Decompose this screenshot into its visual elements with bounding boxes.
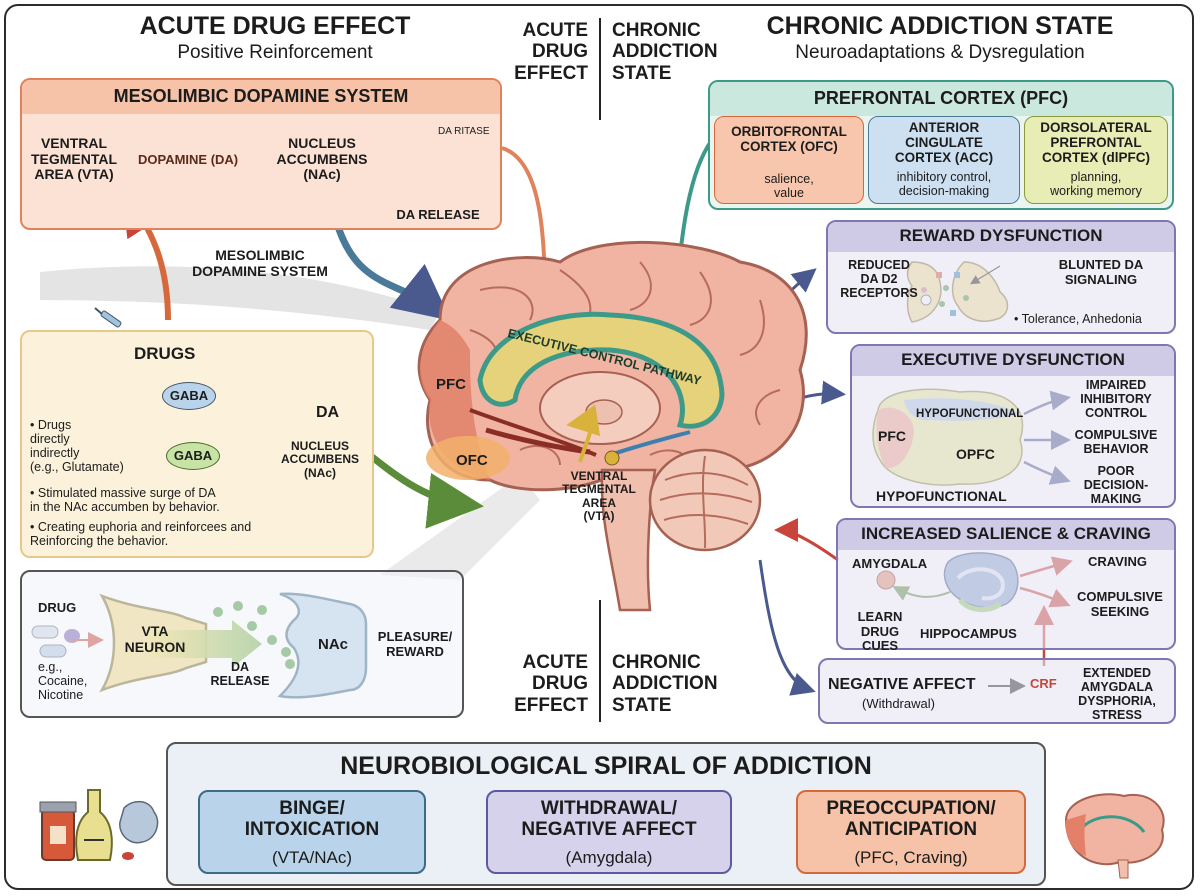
drugs-bullet-3: • Creating euphoria and reinforcees and … xyxy=(30,520,252,548)
nac-label: NUCLEUS ACCUMBENS (NAc) xyxy=(276,135,368,183)
gaba-2: GABA xyxy=(166,442,220,470)
left-title: ACUTE DRUG EFFECT xyxy=(139,12,411,40)
acc-cell xyxy=(868,116,1020,204)
executive-title: EXECUTIVE DYSFUNCTION xyxy=(901,350,1125,369)
left-subtitle: Positive Reinforcement xyxy=(177,42,373,63)
dopamine-arrow-label: DOPAMINE (DA) xyxy=(138,152,239,167)
preoccupation-name: PREOCCUPATION/ ANTICIPATION xyxy=(826,798,996,841)
negative-title: NEGATIVE AFFECT xyxy=(828,676,976,693)
negative-affect-box xyxy=(818,658,1176,724)
preoccupation-sub: (PFC, Craving) xyxy=(854,848,968,867)
vta-label: VENTRAL TEGMENTAL AREA (VTA) xyxy=(30,135,118,183)
acc-desc: inhibitory control, decision-making xyxy=(896,170,992,198)
exec-hypo-top: HYPOFUNCTIONAL xyxy=(916,408,1024,420)
neuron-da-release-label: DA RELEASE xyxy=(210,660,270,688)
syringe-icon xyxy=(94,307,122,328)
reward-right-label: BLUNTED DA SIGNALING xyxy=(1058,257,1144,287)
right-title: CHRONIC ADDICTION STATE xyxy=(766,12,1114,40)
amygdala-label: AMYGDALA xyxy=(852,556,928,571)
drugs-label: DRUGS xyxy=(134,344,196,363)
pleasure-reward-label: PLEASURE/ REWARD xyxy=(377,629,453,659)
reward-note: • Tolerance, Anhedonia xyxy=(1014,312,1142,326)
mesolimbic-box xyxy=(20,78,502,230)
executive-box xyxy=(850,344,1176,508)
exec-outcome-1: IMPAIRED INHIBITORY CONTROL xyxy=(1080,378,1152,420)
center-top-chronic: CHRONIC ADDICTION STATE xyxy=(612,20,718,84)
binge-stage xyxy=(198,790,426,874)
learn-cues-label: LEARN DRUG CUES xyxy=(857,609,903,654)
outer-frame xyxy=(4,4,1194,890)
seeking-label: COMPULSIVE SEEKING xyxy=(1077,589,1163,619)
mesolimbic-title: MESOLIMBIC DOPAMINE SYSTEM xyxy=(113,86,409,106)
neuron-examples: e.g., Cocaine, Nicotine xyxy=(38,660,88,702)
center-bottom-chronic: CHRONIC ADDICTION STATE xyxy=(612,652,718,716)
reward-title: REWARD DYSFUNCTION xyxy=(899,226,1103,245)
spiral-title: NEUROBIOLOGICAL SPIRAL OF ADDICTION xyxy=(340,752,872,780)
exec-pfc-label: PFC xyxy=(878,428,906,444)
right-subtitle: Neuroadaptations & Dysregulation xyxy=(795,42,1085,63)
exec-outcome-2: COMPULSIVE BEHAVIOR xyxy=(1074,428,1158,456)
vta-neuron-label: VTA NEURON xyxy=(124,623,186,655)
neuron-nac-label: NAc xyxy=(318,636,349,653)
arrow-from-salience xyxy=(774,518,839,562)
withdrawal-name: WITHDRAWAL/ NEGATIVE AFFECT xyxy=(521,798,697,841)
arrow-to-negative xyxy=(758,559,816,696)
preoccupation-stage xyxy=(796,790,1026,874)
dlpfc-desc: planning, working memory xyxy=(1050,170,1142,198)
gaba-1: GABA xyxy=(162,382,216,410)
drugs-bullet-1: • Drugs directly indirectly (e.g., Gluta… xyxy=(30,418,124,474)
binge-sub: (VTA/NAc) xyxy=(272,848,352,867)
withdrawal-sub: (Amygdala) xyxy=(565,848,653,867)
neuron-box xyxy=(20,570,464,718)
mesolimbic-floating-label: MESOLIMBIC DOPAMINE SYSTEM xyxy=(192,247,328,279)
binge-name: BINGE/ INTOXICATION xyxy=(244,798,380,841)
dlpfc-name: DORSOLATERAL PREFRONTAL CORTEX (dlPFC) xyxy=(1040,120,1152,166)
reward-box xyxy=(826,220,1176,334)
craving-label: CRAVING xyxy=(1088,554,1147,569)
exec-hypo-bottom: HYPOFUNCTIONAL xyxy=(876,488,1007,504)
brain-vta-label: VENTRAL TEGMENTAL AREA (VTA) xyxy=(562,469,636,524)
crf-label: CRF xyxy=(1030,676,1057,691)
ofc-cell xyxy=(714,116,864,204)
drugs-nac-label: NUCLEUS ACCUMBENS (NAc) xyxy=(281,439,359,480)
neuron-drug-label: DRUG xyxy=(38,600,77,615)
da-ritase-label: DA RITASE xyxy=(438,126,490,137)
drugs-bullet-2: • Stimulated massive surge of DA in the … xyxy=(30,486,220,514)
brain-pfc-label: PFC xyxy=(436,376,466,393)
extended-amygdala-label: EXTENDED AMYGDALA DYSPHORIA, STRESS xyxy=(1078,666,1156,722)
drugs-da-label: DA xyxy=(316,404,340,421)
drug-bottles-icon xyxy=(39,789,159,861)
negative-sub: (Withdrawal) xyxy=(862,696,935,711)
center-top-acute: ACUTE DRUG EFFECT xyxy=(514,20,588,84)
drugs-bullet-2-text: Stimulated massive surge of DA in the NA… xyxy=(30,486,220,514)
exec-opfc-label: OPFC xyxy=(956,446,995,462)
ofc-desc: salience, value xyxy=(764,172,814,200)
mesolimbic-beam xyxy=(40,266,440,330)
ofc-name: ORBITOFRONTAL CORTEX (OFC) xyxy=(731,124,847,155)
nac-to-brain-arrow xyxy=(332,219,451,321)
center-bottom-acute: ACUTE DRUG EFFECT xyxy=(514,652,588,716)
brain-illustration xyxy=(417,240,808,612)
drugs-bullet-3-text: Creating euphoria and reinforcees and Re… xyxy=(30,520,252,548)
salience-box xyxy=(836,518,1176,650)
drugs-bullet-1-text: Drugs directly indirectly (e.g., Glutama… xyxy=(30,418,124,474)
brain-ofc-label: OFC xyxy=(456,452,488,469)
da-release-label: DA RELEASE xyxy=(396,207,480,222)
salience-title: INCREASED SALIENCE & CRAVING xyxy=(861,524,1151,543)
reward-left-label: REDUCED DA D2 RECEPTORS xyxy=(840,258,918,300)
hippocampus-label: HIPPOCAMPUS xyxy=(920,626,1017,641)
brain-icon xyxy=(1064,793,1165,879)
exec-outcome-3: POOR DECISION- MAKING xyxy=(1083,464,1149,506)
pfc-title: PREFRONTAL CORTEX (PFC) xyxy=(813,88,1069,108)
acc-name: ANTERIOR CINGULATE CORTEX (ACC) xyxy=(894,120,994,166)
withdrawal-stage xyxy=(486,790,732,874)
dlpfc-cell xyxy=(1024,116,1168,204)
